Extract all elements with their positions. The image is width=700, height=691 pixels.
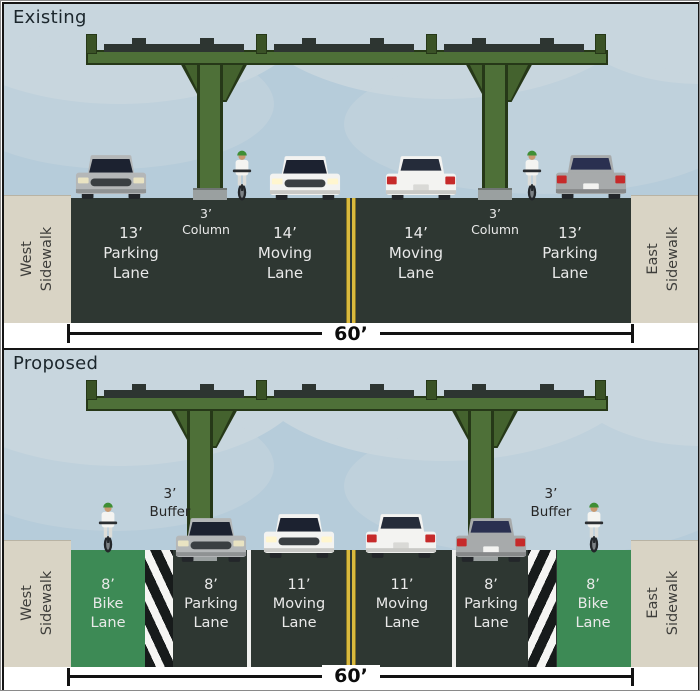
rail-car bbox=[540, 38, 554, 44]
bike-lane-east bbox=[557, 550, 631, 667]
cyclist-east bbox=[520, 148, 544, 201]
rail-beam bbox=[86, 396, 608, 411]
rail-post bbox=[426, 380, 437, 400]
parked-car-gray-rear bbox=[554, 152, 628, 201]
column-shaft-west bbox=[197, 63, 223, 199]
lane-line-east bbox=[452, 550, 456, 667]
rail-post bbox=[86, 380, 97, 400]
rail-post bbox=[256, 34, 267, 54]
dimension-tick-right bbox=[631, 324, 634, 343]
rail-track bbox=[444, 38, 584, 52]
rail-post bbox=[595, 380, 606, 400]
sidewalk-east bbox=[631, 195, 698, 324]
sidewalk-east bbox=[631, 540, 698, 668]
sky bbox=[4, 4, 698, 323]
total-width-label: 60’ bbox=[322, 665, 380, 687]
column-base-west bbox=[193, 188, 227, 200]
moving-car-white-rear bbox=[364, 511, 438, 560]
moving-car-white-front bbox=[262, 511, 336, 560]
double-yellow-center-line bbox=[346, 198, 356, 323]
lane-label-column-east: 3’Column bbox=[471, 206, 519, 238]
buffer-stripes-west bbox=[145, 550, 173, 667]
double-yellow-center-line bbox=[346, 550, 356, 667]
rail-car bbox=[200, 384, 214, 390]
parked-car-gray-front bbox=[174, 515, 248, 564]
rail-post bbox=[256, 380, 267, 400]
dimension-tick-left bbox=[67, 668, 70, 686]
rail-track bbox=[444, 384, 584, 398]
panel-title-existing: Existing bbox=[13, 7, 87, 28]
rail-car bbox=[302, 38, 316, 44]
dimension-strip: 60’ bbox=[4, 665, 698, 688]
rail-car bbox=[200, 38, 214, 44]
rail-car bbox=[540, 384, 554, 390]
rail-track bbox=[274, 384, 414, 398]
bike-lane-west bbox=[71, 550, 145, 667]
rail-track bbox=[104, 38, 244, 52]
buffer-label-west: 3’Buffer bbox=[149, 486, 191, 520]
buffer-stripes-east bbox=[528, 550, 556, 667]
rail-post bbox=[426, 34, 437, 54]
lane-line-west bbox=[247, 550, 251, 667]
buffer-label-east: 3’Buffer bbox=[530, 486, 572, 520]
sidewalk-west bbox=[4, 540, 71, 668]
column-shaft-east bbox=[482, 63, 508, 199]
panel-title-proposed: Proposed bbox=[13, 353, 99, 374]
parked-car-gray-rear bbox=[454, 515, 528, 564]
rail-post bbox=[86, 34, 97, 54]
lane-label-column-west: 3’Column bbox=[182, 206, 230, 238]
rail-car bbox=[132, 38, 146, 44]
moving-car-white-front bbox=[268, 153, 342, 202]
total-width-label: 60’ bbox=[322, 323, 380, 345]
rail-beam bbox=[86, 50, 608, 65]
rail-car bbox=[132, 384, 146, 390]
moving-car-white-rear bbox=[384, 153, 458, 202]
rail-car bbox=[370, 38, 384, 44]
dimension-strip: 60’ bbox=[4, 323, 698, 346]
rail-car bbox=[302, 384, 316, 390]
dimension-tick-right bbox=[631, 668, 634, 686]
parked-car-gray-front bbox=[74, 152, 148, 201]
rail-car bbox=[472, 38, 486, 44]
cyclist-west bbox=[230, 148, 254, 201]
rail-track bbox=[274, 38, 414, 52]
cyclist-bike-lane-west bbox=[96, 500, 120, 553]
column-base-east bbox=[478, 188, 512, 200]
rail-track bbox=[104, 384, 244, 398]
dimension-tick-left bbox=[67, 324, 70, 343]
rail-post bbox=[595, 34, 606, 54]
rail-car bbox=[370, 384, 384, 390]
rail-car bbox=[472, 384, 486, 390]
sidewalk-west bbox=[4, 195, 71, 324]
